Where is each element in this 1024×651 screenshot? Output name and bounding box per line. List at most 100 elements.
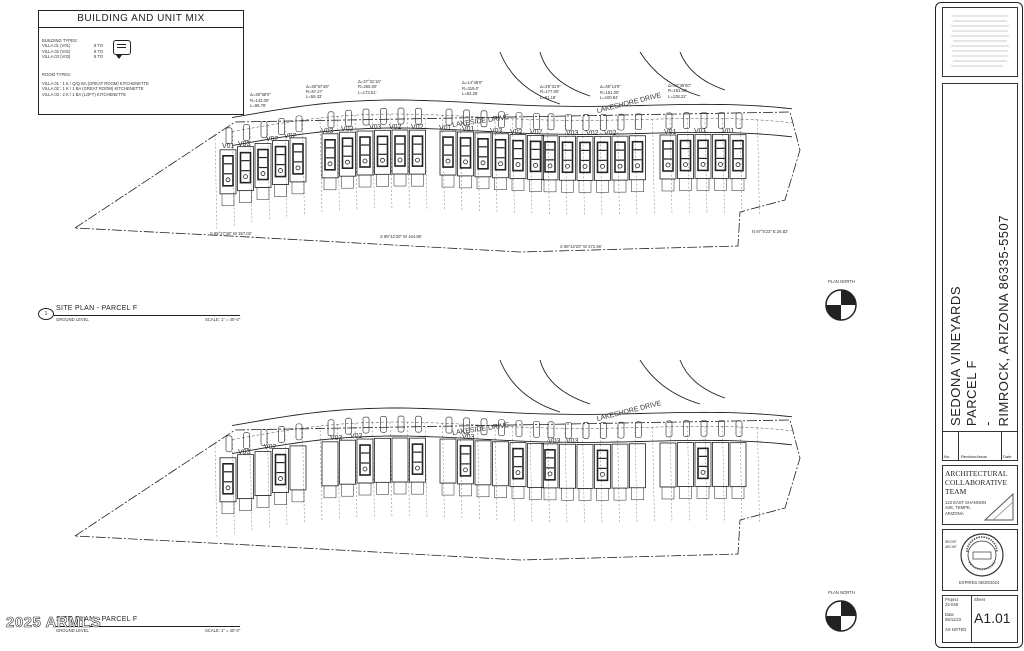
unit-patio	[323, 177, 337, 191]
unit-interior	[359, 444, 371, 476]
unit-footprint	[559, 443, 576, 489]
site-plan-top	[73, 51, 801, 253]
curve-value: R=319.0'	[462, 85, 479, 91]
unit-interior	[459, 445, 472, 477]
driveway	[380, 416, 387, 433]
curve-value: L=96.79'	[250, 103, 267, 109]
bearing-label: S 89°27'49" W 357.02'	[210, 231, 252, 236]
lot-line	[477, 424, 480, 521]
lot-line	[582, 120, 585, 217]
architect-seal-icon	[960, 533, 1004, 577]
driveway	[498, 111, 505, 129]
lot-line	[739, 426, 743, 523]
lot-line	[319, 118, 323, 215]
unit-interior	[274, 145, 287, 178]
unit-label: V01	[222, 143, 235, 151]
unit-footprint	[629, 443, 646, 489]
unit-label: V02	[586, 130, 599, 138]
unit-patio	[613, 487, 627, 501]
unit-patio	[561, 487, 574, 501]
unit-label: V03	[490, 127, 503, 135]
seal-text: REGISTERED ARCHITECT	[945, 540, 957, 550]
lot-line	[564, 428, 568, 525]
lot-line	[547, 427, 550, 525]
unit-patio	[393, 481, 407, 495]
unit-footprint	[474, 440, 492, 486]
unit-fixture	[515, 470, 521, 476]
driveway	[243, 124, 250, 141]
lot-line	[722, 118, 725, 215]
unit-footprint	[289, 445, 307, 491]
unit-patio	[358, 482, 372, 496]
unit-interior	[411, 135, 424, 167]
unit-interior	[614, 141, 626, 173]
unit-footprint	[339, 439, 356, 485]
driveway	[327, 111, 335, 129]
driveway	[345, 417, 352, 435]
unit-fixture	[665, 162, 671, 168]
lot-line	[459, 424, 463, 521]
driveway	[665, 420, 673, 438]
driveway	[617, 421, 625, 439]
unit-label: V02	[341, 126, 354, 134]
unit-label: V02	[264, 443, 277, 451]
room-type: VILLA 02 : 1 K / 1 BA (GREAT ROOM) KITCH…	[42, 86, 144, 92]
driveway	[260, 121, 268, 138]
unit-interior	[512, 139, 524, 172]
lot-line	[302, 120, 305, 217]
unit-label: V02	[389, 124, 402, 132]
unit-fixture	[735, 162, 741, 168]
unit-footprint	[527, 442, 544, 488]
unit-mix-legend: BUILDING AND UNIT MIX BUILDING TYPES: VI…	[38, 10, 244, 115]
curve-value: R=142.00'	[250, 97, 270, 103]
unit-patio	[291, 489, 305, 503]
curve-value: L=82.25'	[462, 90, 479, 96]
lot-line	[529, 119, 533, 216]
unit-patio	[578, 180, 592, 193]
project-label: Project	[945, 597, 959, 602]
lot-line	[249, 128, 253, 225]
firm-box: ARCHITECTURAL COLLABORATIVE TEAM 123 EAS…	[942, 465, 1018, 525]
unit-patio	[341, 175, 354, 189]
lot-line	[634, 427, 638, 524]
lot-line	[372, 114, 375, 211]
unit-interior	[732, 139, 744, 172]
driveway	[397, 107, 405, 125]
lot-line	[337, 424, 340, 521]
unit-fixture	[243, 174, 248, 180]
driveway	[278, 118, 285, 135]
unit-label: V01	[694, 128, 707, 136]
lot-line	[652, 427, 655, 524]
unit-interior	[631, 140, 644, 173]
driveway	[295, 423, 303, 441]
unit-patio	[529, 487, 542, 500]
unit-patio	[221, 501, 235, 515]
comment-icon[interactable]	[113, 40, 131, 59]
general-notes-box	[942, 7, 1018, 77]
curve-value: L=173.51'	[358, 89, 377, 95]
driveway	[600, 422, 607, 439]
unit-patio	[494, 177, 507, 191]
unit-interior	[679, 139, 692, 172]
unit-patio	[529, 179, 542, 192]
project-number: 22-046	[945, 602, 959, 608]
curve-annotation: Δ=40°35'00"R=181.00'L=128.22'	[668, 83, 691, 99]
lot-line	[494, 425, 498, 522]
unit-patio	[411, 481, 424, 495]
watermark: 2025 ARMLS	[6, 614, 102, 632]
seal-box: REGISTERED ARCHITECT EXPIRES 06/30/2024	[942, 529, 1018, 591]
unit-patio	[239, 498, 252, 511]
unit-patio	[441, 482, 455, 496]
unit-patio	[679, 178, 692, 191]
building-type-value: 8 TO	[94, 43, 104, 49]
lot-line	[757, 427, 760, 524]
driveway	[735, 112, 743, 129]
scale-label: AS NOTED	[945, 626, 967, 632]
lot-line	[267, 433, 270, 530]
unit-footprint	[712, 441, 729, 487]
unit-footprint	[576, 444, 594, 489]
unit-patio	[661, 178, 675, 192]
curve-annotation: Δ=38°57'48"R=87.27'L=59.33'	[306, 84, 329, 100]
unit-fixture	[397, 157, 403, 163]
lot-line	[512, 118, 515, 215]
